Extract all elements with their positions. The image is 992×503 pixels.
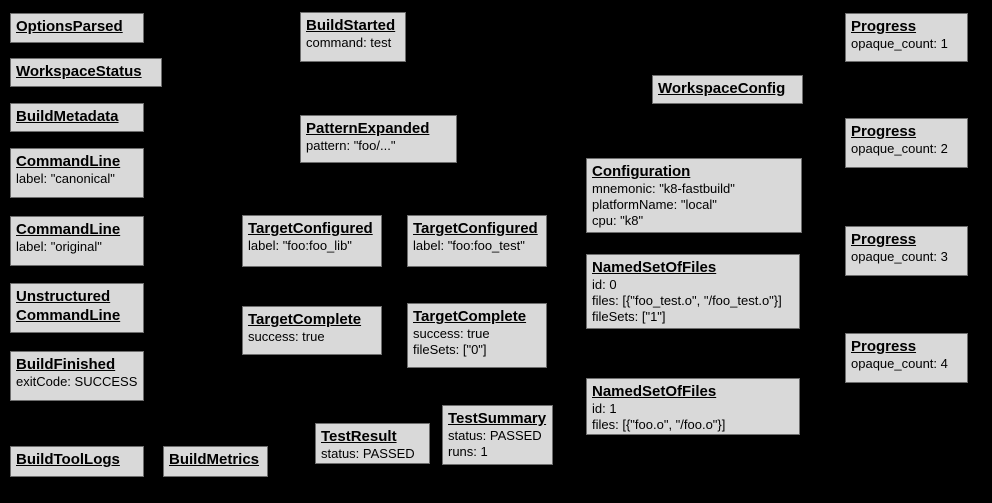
node-field: opaque_count: 1 [851, 36, 948, 51]
event-node-progress-1: Progress opaque_count: 1 [845, 13, 968, 62]
node-field: cpu: "k8" [592, 213, 644, 228]
event-node-build-tool-logs: BuildToolLogs [10, 446, 144, 477]
node-title: NamedSetOfFiles [592, 259, 717, 276]
node-title: TargetComplete [413, 308, 527, 325]
event-node-build-metadata: BuildMetadata [10, 103, 144, 132]
node-title: BuildToolLogs [16, 451, 120, 468]
node-title: OptionsParsed [16, 18, 123, 35]
event-node-pattern-expanded: PatternExpanded pattern: "foo/..." [300, 115, 457, 163]
node-field: pattern: "foo/..." [306, 138, 396, 153]
node-title: Unstructured CommandLine [16, 288, 121, 324]
event-node-command-line-original: CommandLine label: "original" [10, 216, 144, 266]
node-title: WorkspaceStatus [16, 63, 142, 80]
node-title: Progress [851, 338, 917, 355]
node-title: BuildFinished [16, 356, 116, 373]
node-title: WorkspaceConfig [658, 80, 786, 97]
node-field: opaque_count: 2 [851, 141, 948, 156]
node-title: CommandLine [16, 221, 121, 238]
node-field: status: PASSED [321, 446, 415, 461]
node-field: label: "original" [16, 239, 102, 254]
node-title: TestResult [321, 428, 397, 445]
node-title: BuildMetadata [16, 108, 119, 125]
node-title: Progress [851, 231, 917, 248]
event-node-workspace-config: WorkspaceConfig [652, 75, 803, 104]
event-node-command-line-canonical: CommandLine label: "canonical" [10, 148, 144, 198]
node-title: BuildStarted [306, 17, 396, 34]
event-node-target-complete-lib: TargetComplete success: true [242, 306, 382, 355]
node-field: label: "canonical" [16, 171, 115, 186]
node-title: Progress [851, 123, 917, 140]
event-node-progress-3: Progress opaque_count: 3 [845, 226, 968, 276]
event-node-build-started: BuildStarted command: test [300, 12, 406, 62]
node-field: success: true [413, 326, 490, 341]
event-node-test-result: TestResult status: PASSED [315, 423, 430, 464]
node-title: BuildMetrics [169, 451, 260, 468]
node-field: runs: 1 [448, 444, 488, 459]
node-field: id: 0 [592, 277, 617, 292]
node-field: opaque_count: 4 [851, 356, 948, 371]
node-title: CommandLine [16, 153, 121, 170]
node-title: TestSummary [448, 410, 547, 427]
node-field: label: "foo:foo_test" [413, 238, 525, 253]
node-field: opaque_count: 3 [851, 249, 948, 264]
node-title: Progress [851, 18, 917, 35]
event-node-target-configured-lib: TargetConfigured label: "foo:foo_lib" [242, 215, 382, 267]
event-node-workspace-status: WorkspaceStatus [10, 58, 162, 87]
event-node-progress-2: Progress opaque_count: 2 [845, 118, 968, 168]
event-node-target-configured-test: TargetConfigured label: "foo:foo_test" [407, 215, 547, 267]
node-title: PatternExpanded [306, 120, 430, 137]
node-title: TargetConfigured [248, 220, 373, 237]
event-node-build-metrics: BuildMetrics [163, 446, 268, 477]
node-title: NamedSetOfFiles [592, 383, 717, 400]
node-field: id: 1 [592, 401, 617, 416]
event-node-configuration: Configuration mnemonic: "k8-fastbuild"pl… [586, 158, 802, 233]
event-node-unstructured-command-line: Unstructured CommandLine [10, 283, 144, 333]
node-field: success: true [248, 329, 325, 344]
node-title: TargetConfigured [413, 220, 538, 237]
node-title: Configuration [592, 163, 691, 180]
node-field: platformName: "local" [592, 197, 717, 212]
node-field: fileSets: ["1"] [592, 309, 666, 324]
node-field: label: "foo:foo_lib" [248, 238, 352, 253]
node-field: files: [{"foo_test.o", "/foo_test.o"}] [592, 293, 782, 308]
node-field: command: test [306, 35, 392, 50]
event-node-options-parsed: OptionsParsed [10, 13, 144, 43]
event-node-build-finished: BuildFinished exitCode: SUCCESS [10, 351, 144, 401]
node-field: fileSets: ["0"] [413, 342, 487, 357]
node-field: exitCode: SUCCESS [16, 374, 138, 389]
event-node-progress-4: Progress opaque_count: 4 [845, 333, 968, 383]
node-field: files: [{"foo.o", "/foo.o"}] [592, 417, 726, 432]
node-field: status: PASSED [448, 428, 542, 443]
node-field: mnemonic: "k8-fastbuild" [592, 181, 735, 196]
node-title: TargetComplete [248, 311, 362, 328]
